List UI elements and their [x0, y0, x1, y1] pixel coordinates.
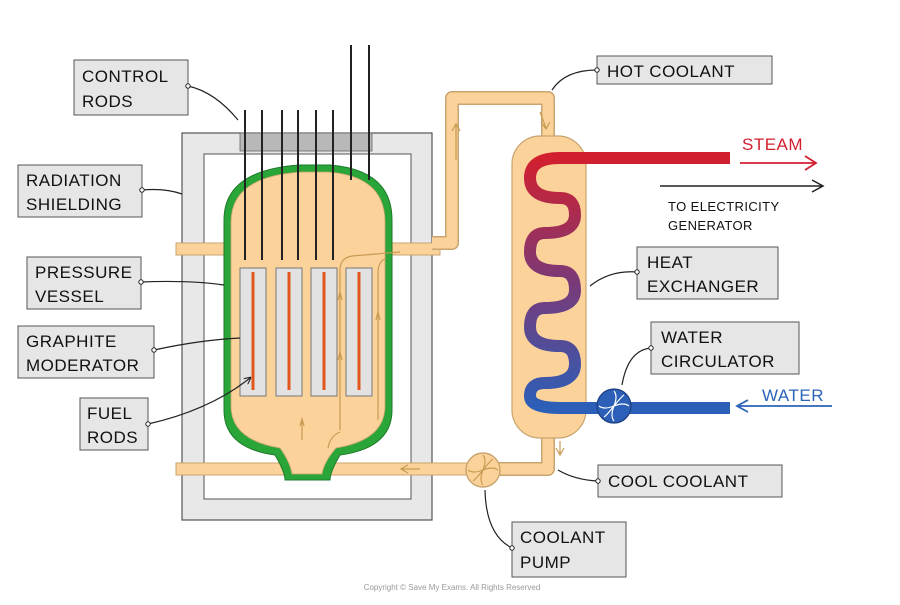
label-heat-exchanger: HEAT EXCHANGER [589, 246, 779, 300]
vessel-flow-arrows [299, 251, 401, 449]
label-graphite-moderator: GRAPHITE MODERATOR [17, 325, 241, 379]
heat-exchanger-label-line2: EXCHANGER [647, 277, 759, 296]
label-coolant-pump: COOLANT PUMP [484, 489, 627, 578]
label-water-circulator: WATER CIRCULATOR [621, 321, 800, 386]
to-electricity-label-line1: TO ELECTRICITY [668, 199, 780, 214]
water-label: WATER [762, 386, 824, 405]
radiation-shielding-label-line1: RADIATION [26, 171, 122, 190]
pressure-vessel [223, 164, 393, 481]
label-hot-coolant: HOT COOLANT [551, 55, 773, 91]
label-pressure-vessel: PRESSURE VESSEL [26, 256, 225, 310]
label-radiation-shielding: RADIATION SHIELDING [17, 164, 183, 218]
water-circulator-label-line1: WATER [661, 328, 723, 347]
heat-exchanger-label-line1: HEAT [647, 253, 693, 272]
fuel-rods [251, 272, 361, 390]
pressure-vessel-label-line1: PRESSURE [35, 263, 133, 282]
coolant-pump-label-line2: PUMP [520, 553, 571, 572]
to-electricity-label-line2: GENERATOR [668, 218, 753, 233]
label-control-rods: CONTROL RODS [73, 59, 239, 121]
electricity-arrow [660, 179, 825, 193]
control-rods-label-line1: CONTROL [82, 67, 169, 86]
label-fuel-rods: FUEL RODS [79, 378, 250, 451]
water-arrow [735, 399, 832, 413]
cool-coolant-label: COOL COOLANT [608, 472, 748, 491]
graphite-moderator-label-line2: MODERATOR [26, 356, 139, 375]
heat-exchanger [511, 135, 730, 439]
water-circulator [596, 388, 632, 424]
label-cool-coolant: COOL COOLANT [557, 464, 783, 498]
control-rods [239, 45, 373, 260]
steam-arrow [740, 155, 818, 171]
steam-label: STEAM [742, 135, 803, 154]
coolant-pump-label-line1: COOLANT [520, 528, 606, 547]
coolant-pump [465, 452, 501, 488]
fuel-rods-label-line1: FUEL [87, 404, 132, 423]
copyright-text: Copyright © Save My Exams. All Rights Re… [364, 583, 541, 592]
radiation-shielding-label-line2: SHIELDING [26, 195, 122, 214]
hot-coolant-label: HOT COOLANT [607, 62, 735, 81]
fuel-rods-label-line2: RODS [87, 428, 138, 447]
water-circulator-label-line2: CIRCULATOR [661, 352, 775, 371]
graphite-moderator-label-line1: GRAPHITE [26, 332, 117, 351]
pressure-vessel-label-line2: VESSEL [35, 287, 104, 306]
control-rods-label-line2: RODS [82, 92, 133, 111]
